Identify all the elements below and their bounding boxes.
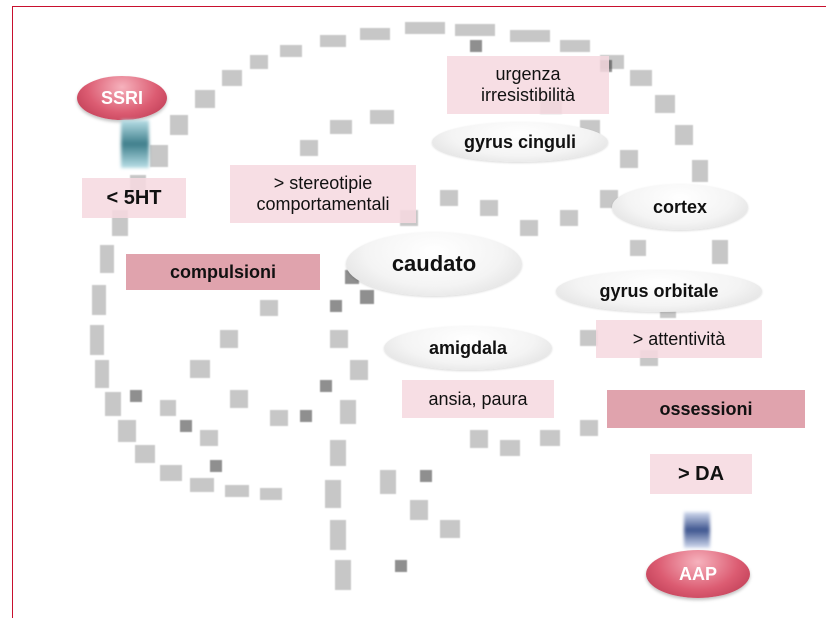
urgenza-line1: urgenza (481, 64, 575, 85)
caudato-ellipse: caudato (346, 232, 522, 296)
da-label: > DA (678, 463, 724, 486)
ossessioni-label: ossessioni (659, 399, 752, 420)
attentivita-label: > attentività (633, 329, 726, 350)
stereotipie-line2: comportamentali (256, 194, 389, 215)
caudato-label: caudato (392, 251, 476, 276)
compulsioni-box: compulsioni (126, 254, 320, 290)
gyrus-cinguli-label: gyrus cinguli (464, 132, 576, 153)
gyrus-cinguli-ellipse: gyrus cinguli (432, 122, 608, 162)
ansia-box: ansia, paura (402, 380, 554, 418)
ssri-label: SSRI (101, 88, 143, 109)
urgenza-box: urgenza irresistibilità (447, 56, 609, 114)
five-ht-label: < 5HT (106, 187, 161, 210)
stereotipie-line1: > stereotipie (256, 173, 389, 194)
ssri-pill: SSRI (77, 76, 167, 120)
cortex-ellipse: cortex (612, 184, 748, 230)
ssri-down-arrow-icon (121, 120, 149, 168)
aap-pill: AAP (646, 550, 750, 598)
urgenza-line2: irresistibilità (481, 85, 575, 106)
amigdala-ellipse: amigdala (384, 326, 552, 370)
aap-label: AAP (679, 564, 717, 585)
ansia-label: ansia, paura (428, 389, 527, 410)
stereotipie-box: > stereotipie comportamentali (230, 165, 416, 223)
da-box: > DA (650, 454, 752, 494)
compulsioni-label: compulsioni (170, 262, 276, 283)
aap-up-arrow-icon (684, 512, 710, 548)
ossessioni-box: ossessioni (607, 390, 805, 428)
gyrus-orbitale-ellipse: gyrus orbitale (556, 270, 762, 312)
attentivita-box: > attentività (596, 320, 762, 358)
amigdala-label: amigdala (429, 338, 507, 359)
gyrus-orbitale-label: gyrus orbitale (599, 281, 718, 302)
cortex-label: cortex (653, 197, 707, 218)
five-ht-box: < 5HT (82, 178, 186, 218)
